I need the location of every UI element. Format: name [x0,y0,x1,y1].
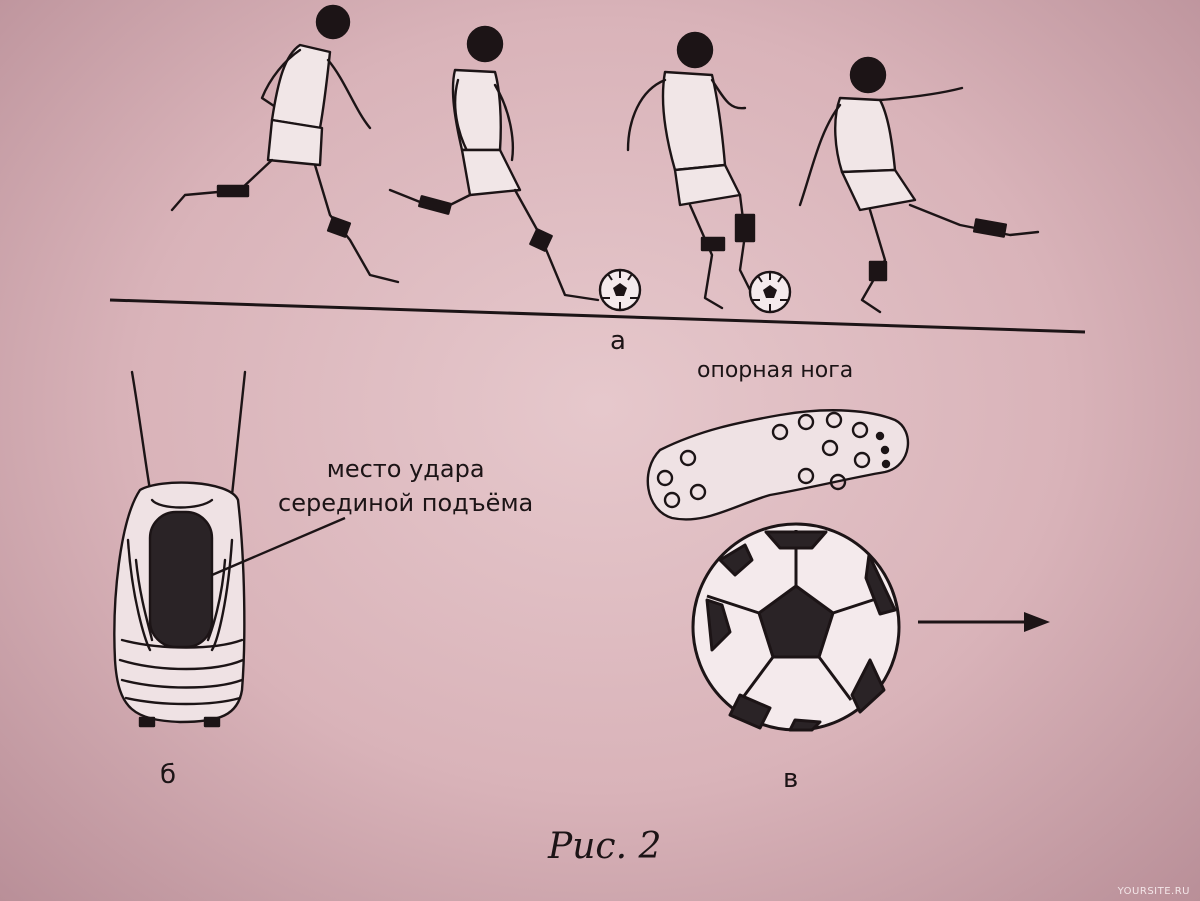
panel-a-kick-sequence [109,4,1086,334]
soccer-ball-large [691,522,901,732]
player-figure-1 [170,4,400,284]
support-leg-label: опорная нога [697,358,854,383]
panel-label-b: б [160,760,177,790]
impact-label-line-2: серединой подъёма [278,489,534,517]
player-figure-2 [388,25,600,302]
figure-caption: Рис. 2 [548,826,662,867]
impact-point-label: место удара серединой подъёма [278,452,533,520]
panel-label-v: в [783,764,799,794]
impact-label-line-1: место удара [326,455,485,483]
boot-sole-icon [646,409,910,521]
player-figure-4 [798,56,1040,314]
player-figure-3 [626,31,757,310]
panel-label-a: а [610,326,626,356]
ground-line [109,298,1086,334]
watermark: YOURSITE.RU [1117,886,1190,897]
soccer-ball-1 [598,268,642,312]
arrow-right-icon [918,612,1050,632]
impact-pointer-line [211,516,346,577]
boot-icon [113,370,247,728]
soccer-ball-2 [748,270,792,314]
